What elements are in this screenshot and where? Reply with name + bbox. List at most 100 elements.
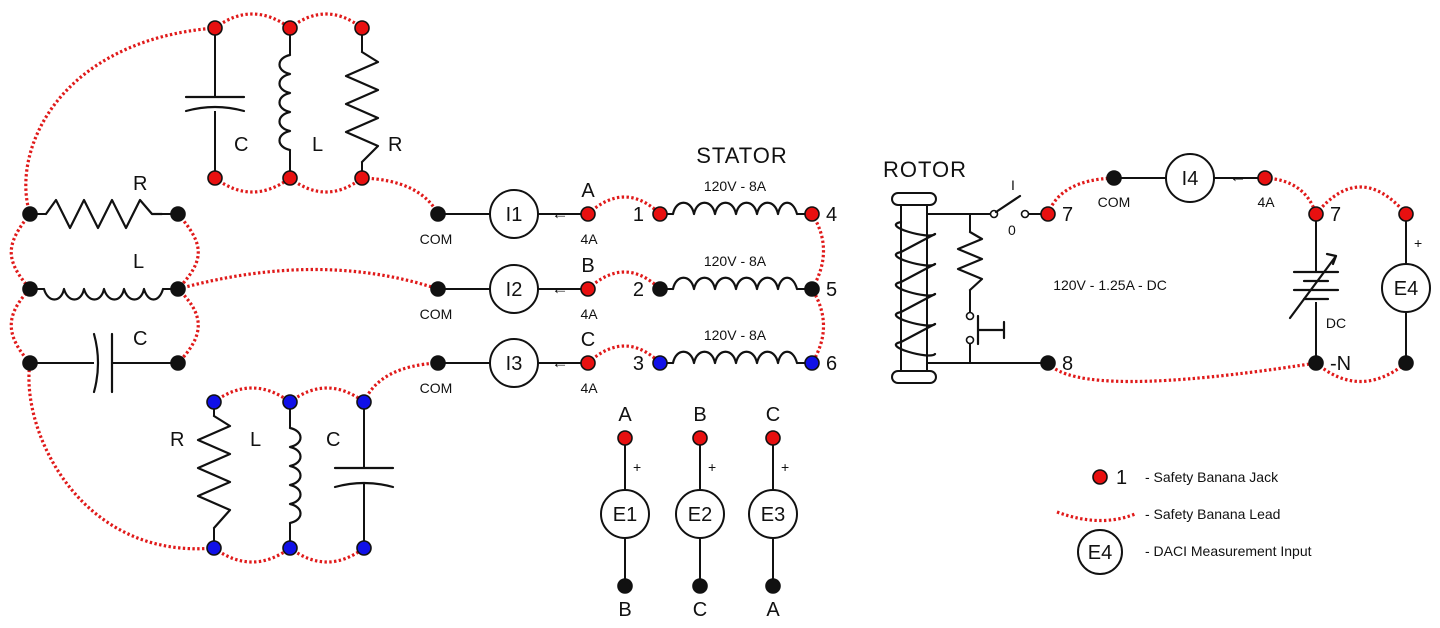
jack[interactable]	[652, 206, 668, 222]
jack[interactable]	[652, 355, 668, 371]
jack[interactable]	[170, 355, 186, 371]
legend-lead-icon	[1056, 510, 1136, 523]
jack[interactable]	[580, 206, 596, 222]
jack[interactable]	[206, 540, 222, 556]
i1-meter	[489, 189, 539, 239]
jack[interactable]	[356, 394, 372, 410]
jack[interactable]	[804, 281, 820, 297]
e3-meter	[748, 489, 798, 539]
phase-voltmeters: E1 E2 E3 A B C + + + B C A	[600, 404, 798, 621]
left-capacitor-label: C	[133, 328, 147, 350]
i1-com-label: COM	[420, 231, 453, 247]
jack[interactable]	[170, 206, 186, 222]
e4-plus: +	[1414, 235, 1422, 251]
top-resistor	[344, 50, 380, 164]
e1-label: E1	[613, 504, 637, 526]
jacks	[22, 20, 1414, 594]
phase-c-label: C	[581, 329, 595, 351]
jack[interactable]	[692, 578, 708, 594]
stator-terminal-3: 3	[633, 353, 644, 375]
jack[interactable]	[282, 540, 298, 556]
i3-range-label: 4A	[580, 380, 598, 396]
jack[interactable]	[22, 355, 38, 371]
rotor-coil-front	[894, 220, 937, 357]
jack[interactable]	[430, 355, 446, 371]
jack[interactable]	[356, 540, 372, 556]
left-inductor	[42, 287, 165, 301]
jack[interactable]	[1040, 355, 1056, 371]
jack[interactable]	[282, 170, 298, 186]
legend-meter-icon	[1077, 529, 1123, 575]
jack[interactable]	[1257, 170, 1273, 186]
i4-range-label: 4A	[1257, 194, 1275, 210]
dc-source-neg-label: -N	[1330, 353, 1351, 375]
legend-jack-icon	[1092, 469, 1108, 485]
phase-b-label: B	[581, 255, 594, 277]
jack[interactable]	[282, 20, 298, 36]
dc-source-label: DC	[1326, 315, 1346, 331]
jack[interactable]	[354, 20, 370, 36]
rotor-switch-contact	[1020, 209, 1030, 219]
legend-lead-text: - Safety Banana Lead	[1145, 506, 1280, 522]
jack[interactable]	[282, 394, 298, 410]
jack[interactable]	[1106, 170, 1122, 186]
jack[interactable]	[1308, 206, 1324, 222]
i1-range-label: 4A	[580, 231, 598, 247]
stator: STATOR 120V - 8A 120V - 8A 120V - 8A 1 2…	[633, 143, 837, 375]
e2-top-label: B	[693, 404, 706, 426]
jack[interactable]	[804, 355, 820, 371]
lead-b-to-2	[586, 270, 662, 291]
rotor-rating: 120V - 1.25A - DC	[1053, 277, 1167, 293]
jack[interactable]	[1398, 206, 1414, 222]
stator-terminal-6: 6	[826, 353, 837, 375]
jack[interactable]	[170, 281, 186, 297]
jack[interactable]	[804, 206, 820, 222]
jack[interactable]	[1308, 355, 1324, 371]
left-resistor	[44, 198, 164, 230]
current-meters: I1 I2 I3 ← ← ← COM COM COM 4A 4A 4A A B …	[420, 180, 599, 396]
jack[interactable]	[692, 430, 708, 446]
jack[interactable]	[430, 206, 446, 222]
rotor-switch-on-label: I	[1011, 177, 1015, 193]
jack[interactable]	[22, 281, 38, 297]
jack[interactable]	[652, 281, 668, 297]
dc-source-pos-label: 7	[1330, 204, 1341, 226]
stator-terminal-4: 4	[826, 204, 837, 226]
lead-bottom-bank-to-left	[27, 362, 215, 551]
jack[interactable]	[207, 20, 223, 36]
lead-top-bank-bottom	[214, 175, 363, 194]
stator-winding-2	[671, 276, 799, 291]
left-capacitor	[92, 332, 114, 394]
bottom-inductor	[288, 426, 302, 525]
i4-com-label: COM	[1098, 194, 1131, 210]
jack[interactable]	[580, 281, 596, 297]
lead-a-to-1	[586, 195, 662, 216]
jack[interactable]	[354, 170, 370, 186]
jack[interactable]	[765, 578, 781, 594]
legend-jack-text: - Safety Banana Jack	[1145, 469, 1279, 485]
bottom-resistor-label: R	[170, 429, 184, 451]
jack[interactable]	[580, 355, 596, 371]
jack[interactable]	[617, 430, 633, 446]
left-resistor-label: R	[133, 173, 147, 195]
i4-arrow: ←	[1230, 167, 1247, 186]
rotor-push-contact-top	[965, 311, 975, 321]
bottom-capacitor	[333, 466, 395, 489]
stator-terminal-5: 5	[826, 279, 837, 301]
legend-jack-number: 1	[1116, 467, 1127, 489]
jack[interactable]	[207, 170, 223, 186]
jack[interactable]	[206, 394, 222, 410]
jack[interactable]	[22, 206, 38, 222]
e2-label: E2	[688, 504, 712, 526]
rotor-push-contact-bottom	[965, 335, 975, 345]
jack[interactable]	[1398, 355, 1414, 371]
bottom-capacitor-label: C	[326, 429, 340, 451]
jack[interactable]	[1040, 206, 1056, 222]
e3-top-label: C	[766, 404, 780, 426]
jack[interactable]	[617, 578, 633, 594]
jack[interactable]	[765, 430, 781, 446]
dc-source-variable-arrowhead	[1325, 252, 1338, 266]
e2-meter	[675, 489, 725, 539]
jack[interactable]	[430, 281, 446, 297]
